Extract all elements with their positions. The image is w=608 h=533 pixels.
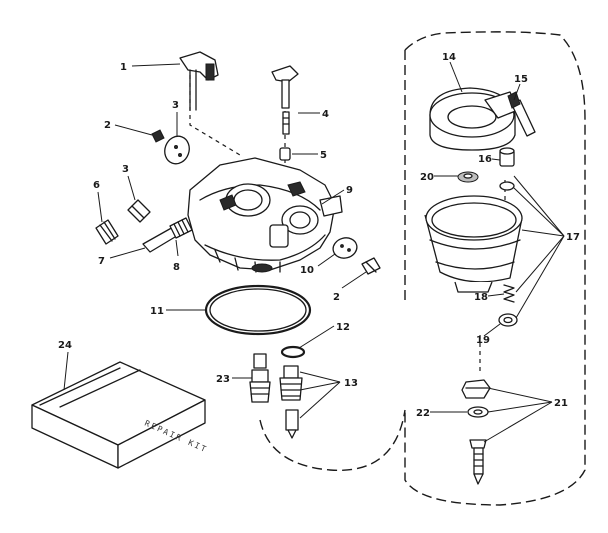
callout-11: 11 bbox=[150, 306, 164, 317]
callout-2b: 2 bbox=[333, 292, 340, 303]
callout-16: 16 bbox=[478, 154, 492, 165]
o-ring-part bbox=[280, 345, 306, 359]
seal-washer-part bbox=[499, 181, 515, 191]
bowl-screw-part bbox=[469, 439, 487, 485]
fuel-bowl-part bbox=[424, 195, 523, 293]
repair-kit-box-part bbox=[31, 361, 206, 469]
bowl-spring-part bbox=[503, 284, 515, 303]
mixture-needle-part bbox=[142, 217, 193, 253]
throttle-lever-part bbox=[179, 51, 219, 111]
callout-13: 13 bbox=[344, 378, 358, 389]
callout-9: 9 bbox=[346, 185, 353, 196]
callout-6: 6 bbox=[93, 180, 100, 191]
throttle-alignment-line bbox=[189, 75, 241, 156]
callout-17: 17 bbox=[566, 232, 580, 243]
callout-3b: 3 bbox=[122, 164, 129, 175]
choke-screw-part bbox=[361, 257, 381, 275]
callout-19: 19 bbox=[476, 335, 490, 346]
callout-5: 5 bbox=[320, 150, 327, 161]
callout-14: 14 bbox=[442, 52, 456, 63]
bowl-group-dashed-outline bbox=[404, 31, 586, 506]
choke-plate-part bbox=[332, 237, 358, 259]
callout-8: 8 bbox=[173, 262, 180, 273]
leader-lines bbox=[63, 61, 565, 443]
choke-shaft-part bbox=[271, 65, 299, 135]
bowl-group-dashed-bottom bbox=[259, 409, 406, 472]
bowl-nut-part bbox=[461, 379, 491, 399]
callout-22: 22 bbox=[416, 408, 430, 419]
seat-part bbox=[499, 147, 515, 167]
bowl-washer-part bbox=[498, 313, 518, 327]
float-hinge-pin-part bbox=[507, 91, 536, 137]
callout-3: 3 bbox=[172, 100, 179, 111]
callout-15: 15 bbox=[514, 74, 528, 85]
callout-7: 7 bbox=[98, 256, 105, 267]
choke-seal-part bbox=[279, 147, 291, 161]
throttle-plate-part bbox=[164, 135, 190, 165]
idle-screw-part bbox=[95, 219, 119, 245]
callout-10: 10 bbox=[300, 265, 314, 276]
float-part bbox=[429, 87, 519, 151]
small-screw-part bbox=[151, 129, 165, 143]
carburetor-body-part bbox=[187, 157, 343, 273]
callout-18: 18 bbox=[474, 292, 488, 303]
callout-24: 24 bbox=[58, 340, 72, 351]
callout-21: 21 bbox=[554, 398, 568, 409]
callout-12: 12 bbox=[336, 322, 350, 333]
callout-20: 20 bbox=[420, 172, 434, 183]
callout-23: 23 bbox=[216, 374, 230, 385]
main-jet-part bbox=[249, 353, 271, 403]
bowl-screw-washer-part bbox=[467, 406, 489, 418]
callout-4: 4 bbox=[322, 109, 329, 120]
idle-spring-part bbox=[127, 199, 151, 223]
bowl-gasket-part bbox=[204, 284, 312, 336]
callout-2a: 2 bbox=[104, 120, 111, 131]
inlet-needle-seat-part bbox=[279, 365, 303, 439]
needle-washer-part bbox=[457, 171, 479, 183]
callout-1: 1 bbox=[120, 62, 127, 73]
